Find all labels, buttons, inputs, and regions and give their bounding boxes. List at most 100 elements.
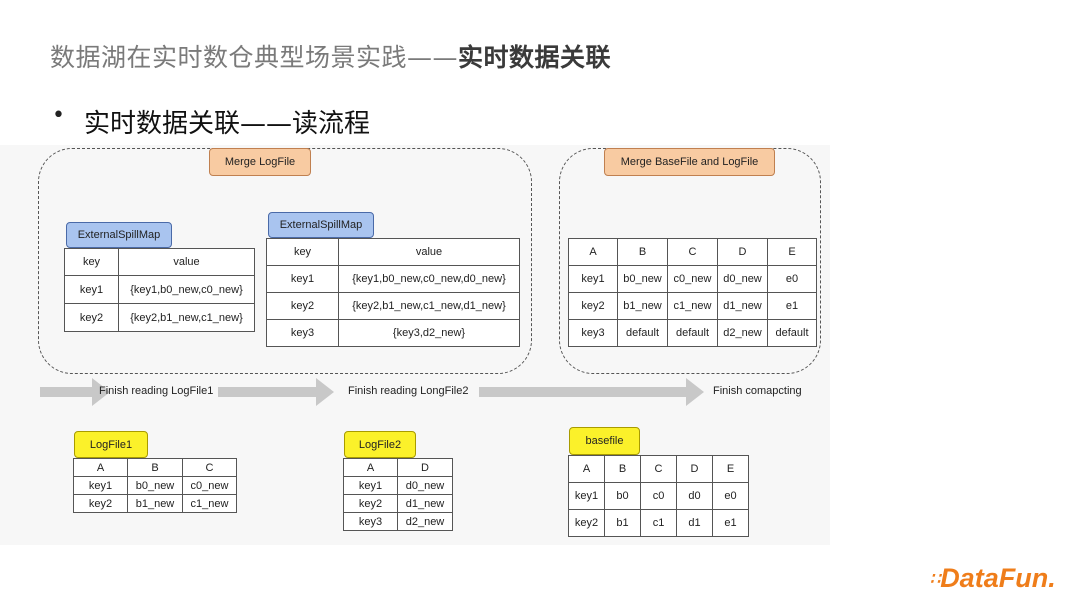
spillmap1-table: key value key1 {key1,b0_new,c0_new} key2… bbox=[64, 248, 255, 332]
arrow-3-head bbox=[686, 378, 704, 406]
table-cell: e0 bbox=[767, 265, 817, 293]
table-row: key1 d0_new bbox=[343, 476, 453, 495]
table-cell: b0 bbox=[604, 482, 641, 510]
table-cell: e0 bbox=[712, 482, 749, 510]
header-cell: B bbox=[604, 455, 641, 483]
header-cell: D bbox=[717, 238, 768, 266]
arrow-3-body bbox=[479, 387, 686, 397]
table-cell: default bbox=[617, 319, 668, 347]
merged-table: A B C D E key1 b0_new c0_new d0_new e0 k… bbox=[568, 238, 817, 347]
table-cell: key2 bbox=[266, 292, 339, 320]
table-row: key3 default default d2_new default bbox=[568, 319, 817, 347]
bullet-dot: • bbox=[52, 103, 65, 128]
table-cell: key1 bbox=[64, 275, 119, 304]
table-header-row: A D bbox=[343, 458, 453, 477]
arrow-1-label: Finish reading LogFile1 bbox=[99, 385, 214, 397]
arrow-2-head bbox=[316, 378, 334, 406]
table-cell: {key2,b1_new,c1_new,d1_new} bbox=[338, 292, 520, 320]
table-cell: b1_new bbox=[617, 292, 668, 320]
header-cell: key bbox=[266, 238, 339, 266]
table-row: key1 b0 c0 d0 e0 bbox=[568, 482, 749, 510]
table-cell: {key3,d2_new} bbox=[338, 319, 520, 347]
table-cell: d1_new bbox=[397, 494, 453, 513]
logfile1-label: LogFile1 bbox=[74, 431, 148, 458]
spillmap2-table: key value key1 {key1,b0_new,c0_new,d0_ne… bbox=[266, 238, 520, 347]
table-cell: key3 bbox=[266, 319, 339, 347]
table-cell: key2 bbox=[568, 292, 618, 320]
table-row: key1 {key1,b0_new,c0_new,d0_new} bbox=[266, 265, 520, 293]
table-header-row: A B C bbox=[73, 458, 237, 477]
logfile1-table: A B C key1 b0_new c0_new key2 b1_new c1_… bbox=[73, 458, 237, 513]
header-cell: value bbox=[118, 248, 255, 276]
table-row: key2 b1 c1 d1 e1 bbox=[568, 509, 749, 537]
basefile-table: A B C D E key1 b0 c0 d0 e0 key2 b1 c1 d1… bbox=[568, 455, 749, 537]
table-cell: c0_new bbox=[182, 476, 237, 495]
header-cell: A bbox=[568, 238, 618, 266]
table-cell: c1_new bbox=[667, 292, 718, 320]
table-header-row: A B C D E bbox=[568, 238, 817, 266]
header-cell: C bbox=[182, 458, 237, 477]
logfile2-table: A D key1 d0_new key2 d1_new key3 d2_new bbox=[343, 458, 453, 531]
page-title: 数据湖在实时数仓典型场景实践——实时数据关联 bbox=[50, 38, 611, 74]
table-cell: d1 bbox=[676, 509, 713, 537]
header-cell: B bbox=[127, 458, 183, 477]
header-cell: value bbox=[338, 238, 520, 266]
header-cell: D bbox=[397, 458, 453, 477]
table-cell: b0_new bbox=[127, 476, 183, 495]
table-cell: d0_new bbox=[717, 265, 768, 293]
table-row: key2 b1_new c1_new bbox=[73, 494, 237, 513]
arrow-1-head bbox=[92, 378, 110, 406]
table-cell: d0_new bbox=[397, 476, 453, 495]
table-cell: e1 bbox=[767, 292, 817, 320]
table-cell: key2 bbox=[568, 509, 605, 537]
arrow-2-label: Finish reading LongFile2 bbox=[348, 385, 469, 397]
table-header-row: A B C D E bbox=[568, 455, 749, 483]
table-cell: key1 bbox=[568, 482, 605, 510]
table-cell: d0 bbox=[676, 482, 713, 510]
table-cell: b1 bbox=[604, 509, 641, 537]
table-cell: c0 bbox=[640, 482, 677, 510]
table-cell: {key2,b1_new,c1_new} bbox=[118, 303, 255, 332]
header-cell: A bbox=[343, 458, 398, 477]
spillmap2-label: ExternalSpillMap bbox=[268, 212, 374, 238]
logo-dots-icon: ∷ bbox=[930, 571, 940, 588]
table-cell: key1 bbox=[73, 476, 128, 495]
merge-logfile-label: Merge LogFile bbox=[209, 148, 311, 176]
header-cell: key bbox=[64, 248, 119, 276]
header-cell: E bbox=[767, 238, 817, 266]
table-row: key1 b0_new c0_new bbox=[73, 476, 237, 495]
table-cell: default bbox=[667, 319, 718, 347]
table-row: key2 {key2,b1_new,c1_new,d1_new} bbox=[266, 292, 520, 320]
table-row: key2 b1_new c1_new d1_new e1 bbox=[568, 292, 817, 320]
table-cell: {key1,b0_new,c0_new,d0_new} bbox=[338, 265, 520, 293]
arrow-1-body bbox=[40, 387, 92, 397]
table-cell: key1 bbox=[568, 265, 618, 293]
arrow-3-label: Finish comapcting bbox=[713, 385, 802, 397]
table-row: key3 {key3,d2_new} bbox=[266, 319, 520, 347]
header-cell: A bbox=[568, 455, 605, 483]
table-cell: d1_new bbox=[717, 292, 768, 320]
table-cell: c1_new bbox=[182, 494, 237, 513]
table-cell: key2 bbox=[343, 494, 398, 513]
table-cell: d2_new bbox=[717, 319, 768, 347]
table-cell: c0_new bbox=[667, 265, 718, 293]
table-cell: {key1,b0_new,c0_new} bbox=[118, 275, 255, 304]
header-cell: D bbox=[676, 455, 713, 483]
header-cell: B bbox=[617, 238, 668, 266]
basefile-label: basefile bbox=[569, 427, 640, 455]
table-cell: key3 bbox=[343, 512, 398, 531]
page-title-emphasis: 实时数据关联 bbox=[458, 43, 612, 72]
arrow-2-body bbox=[218, 387, 316, 397]
merge-basefile-label: Merge BaseFile and LogFile bbox=[604, 148, 775, 176]
table-cell: key2 bbox=[64, 303, 119, 332]
section-subtitle: 实时数据关联——读流程 bbox=[84, 109, 371, 139]
table-cell: key2 bbox=[73, 494, 128, 513]
table-cell: key3 bbox=[568, 319, 618, 347]
table-cell: b1_new bbox=[127, 494, 183, 513]
table-cell: default bbox=[767, 319, 817, 347]
table-cell: key1 bbox=[266, 265, 339, 293]
table-cell: c1 bbox=[640, 509, 677, 537]
header-cell: A bbox=[73, 458, 128, 477]
header-cell: C bbox=[667, 238, 718, 266]
header-cell: C bbox=[640, 455, 677, 483]
